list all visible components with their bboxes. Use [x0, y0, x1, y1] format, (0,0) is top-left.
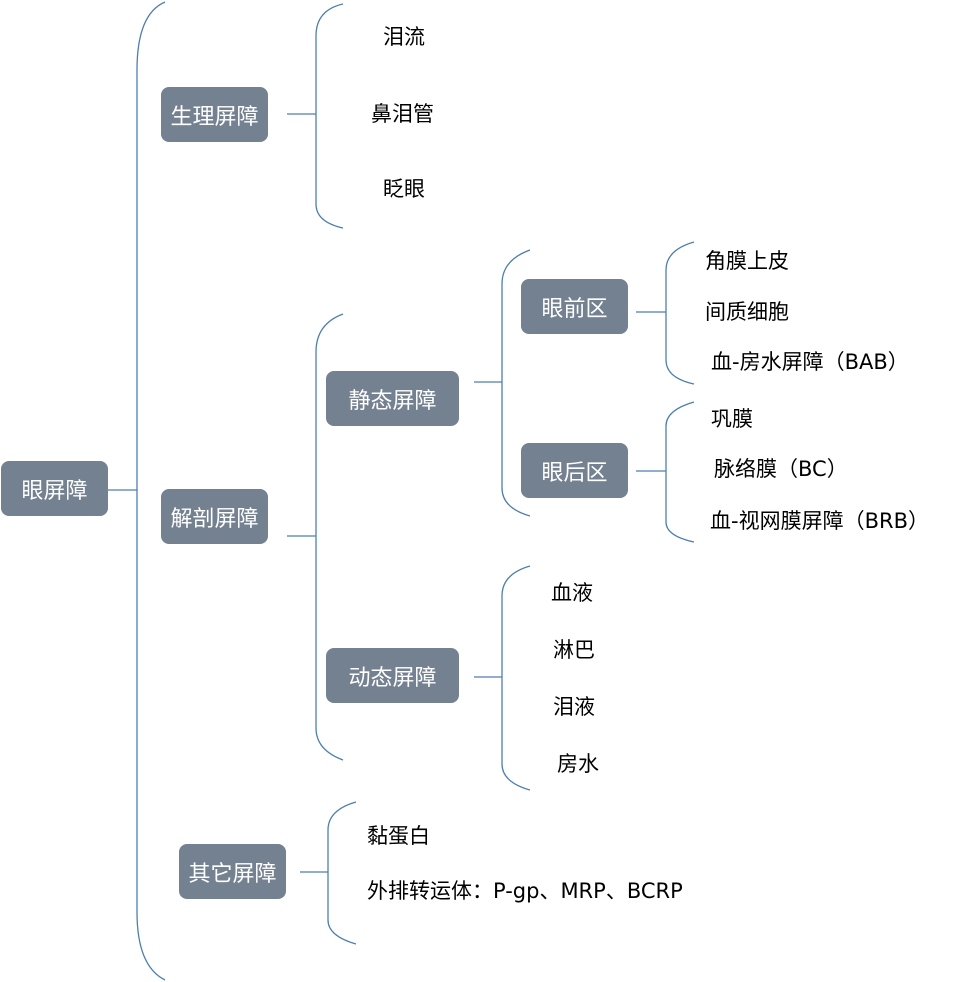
posterior-segment-node: 眼后区	[521, 443, 628, 498]
other-barrier-node: 其它屏障	[179, 844, 286, 899]
leaf-tear-flow: 泪流	[383, 25, 425, 49]
root-node: 眼屏障	[1, 461, 108, 516]
leaf-nasolacrimal-duct: 鼻泪管	[371, 102, 434, 126]
leaf-sclera: 巩膜	[711, 407, 753, 431]
anatomical-barrier-node: 解剖屏障	[161, 489, 268, 544]
leaf-blink: 眨眼	[383, 177, 425, 201]
leaf-blood-aqueous-barrier: 血-房水屏障（BAB）	[711, 350, 909, 374]
static-barrier-node: 静态屏障	[326, 371, 459, 426]
leaf-choroid: 脉络膜（BC）	[714, 457, 848, 481]
leaf-mucin: 黏蛋白	[367, 824, 430, 848]
anterior-segment-node: 眼前区	[521, 279, 628, 334]
leaf-lymph: 淋巴	[553, 638, 595, 662]
leaf-efflux-transporters: 外排转运体：P-gp、MRP、BCRP	[367, 879, 683, 903]
leaf-tears: 泪液	[553, 695, 595, 719]
leaf-stromal-cells: 间质细胞	[705, 300, 789, 324]
physiological-barrier-node: 生理屏障	[161, 87, 268, 142]
leaf-corneal-epithelium: 角膜上皮	[705, 249, 789, 273]
leaf-aqueous-humor: 房水	[557, 752, 599, 776]
leaf-blood-retinal-barrier: 血-视网膜屏障（BRB）	[710, 509, 929, 533]
dynamic-barrier-node: 动态屏障	[326, 648, 459, 703]
leaf-blood: 血液	[551, 581, 593, 605]
